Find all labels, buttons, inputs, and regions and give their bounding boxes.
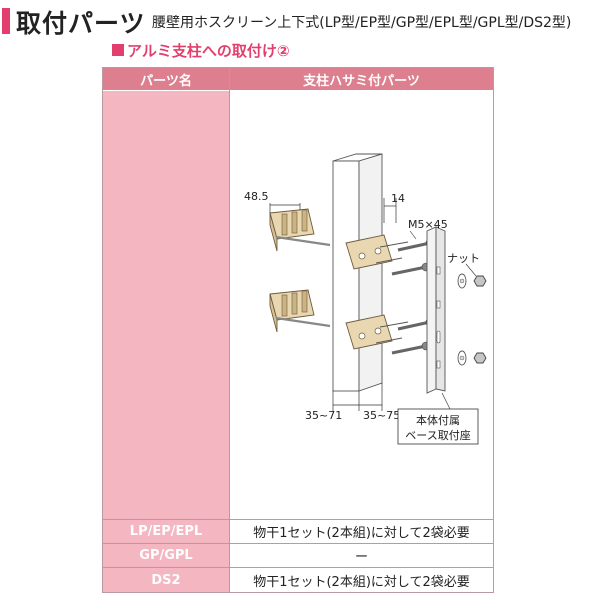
- image-cell: 48.5 14 M5×45 ナット 35~71 35~75: [230, 91, 493, 519]
- row-name-ds2: DS2: [103, 568, 229, 592]
- lower-right-plate: [345, 314, 409, 350]
- nut-label: ナット: [447, 252, 480, 265]
- callout-line-1: 本体付属: [416, 413, 460, 427]
- upper-right-plate: [345, 234, 409, 270]
- section-title: アルミ支柱への取付け②: [127, 42, 290, 60]
- upper-left-bracket: [269, 208, 331, 252]
- lower-left-bracket: [269, 289, 331, 333]
- page-title: 取付パーツ: [16, 9, 146, 38]
- dim-48-5-label: 48.5: [244, 190, 269, 203]
- dimension-14: 14: [383, 192, 405, 223]
- dim-14-label: 14: [391, 192, 405, 205]
- column-divider: [229, 68, 230, 592]
- row-divider: [103, 567, 493, 568]
- image-row-left-cell: [103, 91, 229, 519]
- dimension-48-5: 48.5: [244, 190, 301, 213]
- row-value-lp-ep-epl: 物干1セット(2本組)に対して2袋必要: [230, 520, 493, 543]
- row-value-ds2: 物干1セット(2本組)に対して2袋必要: [230, 568, 493, 592]
- row-value-gp-gpl: ー: [230, 544, 493, 567]
- base-mount-bracket: [426, 226, 446, 394]
- callout-line-2: ベース取付座: [405, 428, 470, 442]
- row-name-lp-ep-epl: LP/EP/EPL: [103, 520, 229, 543]
- bottom-dimensions: 35~71 35~75: [305, 383, 400, 422]
- section-heading: アルミ支柱への取付け②: [112, 40, 290, 61]
- washers-and-nuts: [457, 273, 487, 366]
- page-subtitle: 腰壁用ホスクリーン上下式(LP型/EP型/GP型/EPL型/GPL型/DS2型): [152, 15, 572, 31]
- column-header-part-type: 支柱ハサミ付パーツ: [230, 68, 493, 90]
- column-header-part-name: パーツ名: [103, 68, 229, 90]
- header-accent-bar: [2, 8, 10, 34]
- aluminum-post: [332, 153, 383, 392]
- bolt-leader-line: [409, 230, 417, 240]
- row-name-gp-gpl: GP/GPL: [103, 544, 229, 567]
- nut-leader-line: [465, 263, 477, 277]
- row-divider: [103, 543, 493, 544]
- row-divider: [103, 519, 493, 520]
- dim-35-75-label: 35~75: [363, 409, 400, 422]
- base-callout: 本体付属 ベース取付座: [397, 392, 479, 445]
- section-square-icon: [112, 44, 124, 56]
- bolt-spec-label: M5×45: [408, 218, 448, 231]
- dim-35-71-label: 35~71: [305, 409, 342, 422]
- mounting-diagram: 48.5 14 M5×45 ナット 35~71 35~75: [244, 153, 487, 445]
- parts-table: パーツ名 支柱ハサミ付パーツ: [102, 67, 494, 593]
